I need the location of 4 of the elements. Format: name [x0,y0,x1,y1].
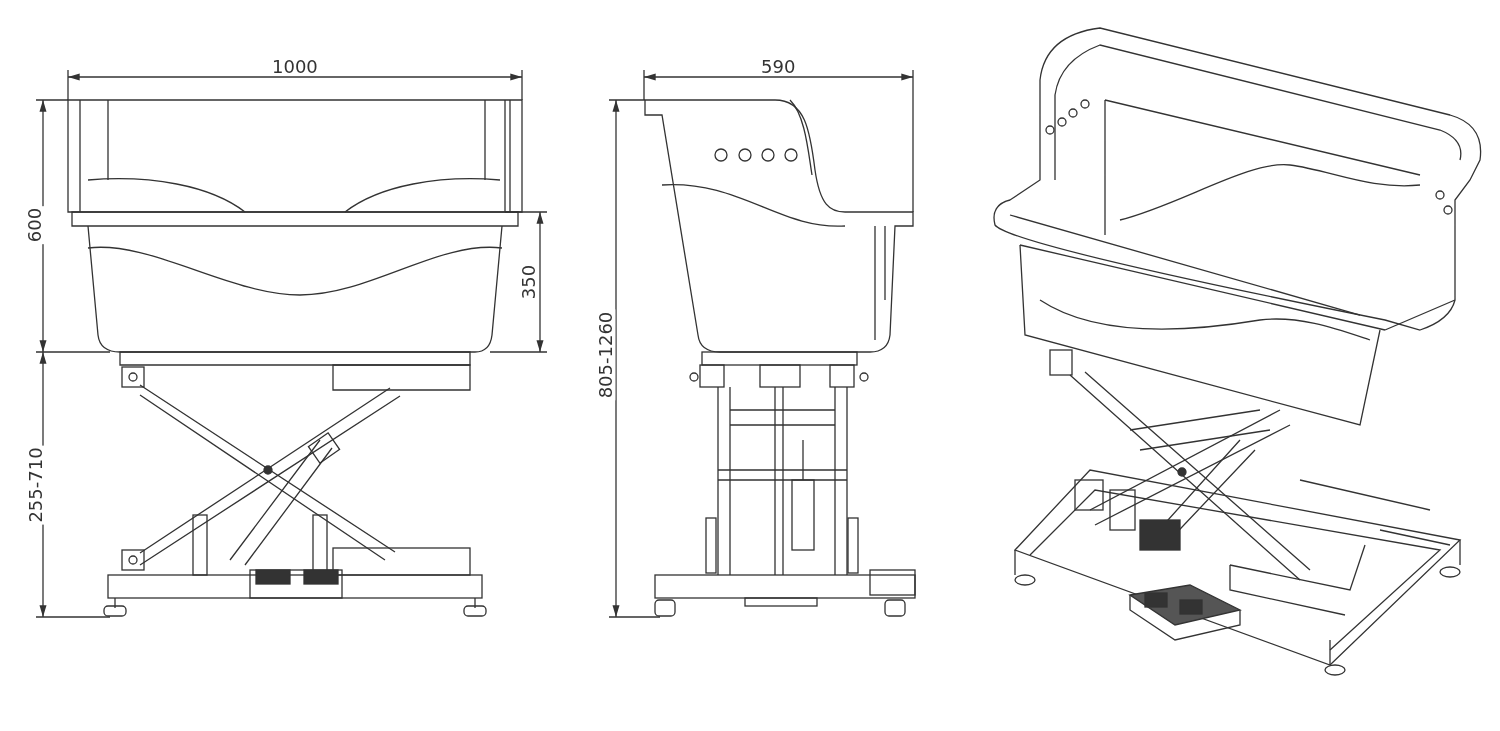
dimension-value: 255-710 [26,445,45,525]
dimension-value: 600 [26,205,45,245]
dimension-value: 590 [759,58,798,76]
dimension-value: 1000 [270,58,320,76]
